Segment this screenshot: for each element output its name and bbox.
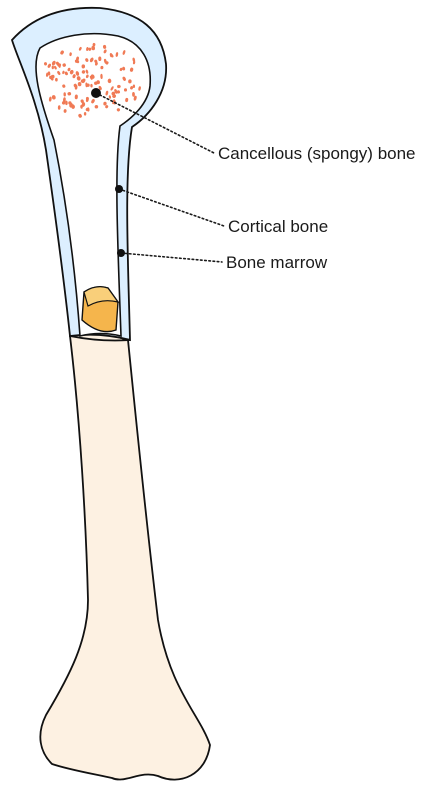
label-bone-marrow: Bone marrow: [226, 253, 328, 272]
label-cancellous-bone: Cancellous (spongy) bone: [218, 144, 416, 163]
bone-lower-shaft: [40, 334, 210, 780]
bone-marrow-block: [82, 287, 118, 332]
pointer-dot-marrow: [117, 249, 125, 257]
label-cortical-bone: Cortical bone: [228, 217, 328, 236]
spongy-dot: [95, 105, 99, 109]
leader-marrow: [121, 253, 222, 262]
pointer-dot-cortical: [115, 185, 123, 193]
leader-cortical: [119, 189, 224, 226]
spongy-dot: [86, 97, 89, 100]
pointer-dot-cancellous: [91, 88, 101, 98]
spongy-dot: [52, 66, 54, 70]
